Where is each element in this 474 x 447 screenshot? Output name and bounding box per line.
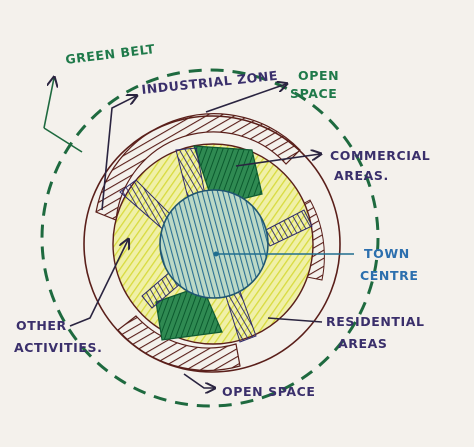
other-activities-band-bottom-left bbox=[117, 315, 241, 371]
green-belt-leader bbox=[43, 78, 54, 129]
town-centre-dot bbox=[213, 251, 219, 257]
other-activities-leader bbox=[69, 240, 128, 327]
green-belt-leader-low bbox=[43, 127, 83, 153]
open-space-bottom-label: OPEN SPACE bbox=[222, 384, 316, 399]
open-space-top-label-line1: OPEN bbox=[298, 68, 339, 83]
town-centre-label-line2: CENTRE bbox=[360, 268, 418, 283]
commercial-leader bbox=[235, 154, 320, 167]
commercial-label-line2: AREAS. bbox=[334, 168, 389, 183]
town-centre-circle bbox=[159, 189, 269, 299]
other-activities-label-line2: ACTIVITIES. bbox=[14, 340, 102, 355]
industrial-band-top bbox=[95, 113, 301, 221]
commercial-label-line1: COMMERCIAL bbox=[330, 148, 430, 163]
green-belt-dashed-ring bbox=[40, 68, 380, 408]
open-space-top-label-line2: SPACE bbox=[290, 86, 337, 101]
open-space-top-leader bbox=[205, 84, 286, 113]
other-activities-label-line1: OTHER bbox=[16, 318, 67, 333]
town-centre-label-line1: TOWN bbox=[364, 246, 410, 261]
industrial-zone-leader bbox=[101, 96, 136, 211]
residential-label-line1: RESIDENTIAL bbox=[326, 314, 425, 329]
open-space-bottom-leader bbox=[183, 373, 214, 388]
residential-leader bbox=[267, 317, 323, 323]
green-belt-label: GREEN BELT bbox=[65, 41, 156, 67]
leader-lines bbox=[43, 78, 354, 388]
residential-label-line2: AREAS bbox=[338, 336, 388, 351]
industrial-zone-label: INDUSTRIAL ZONE bbox=[141, 68, 279, 97]
